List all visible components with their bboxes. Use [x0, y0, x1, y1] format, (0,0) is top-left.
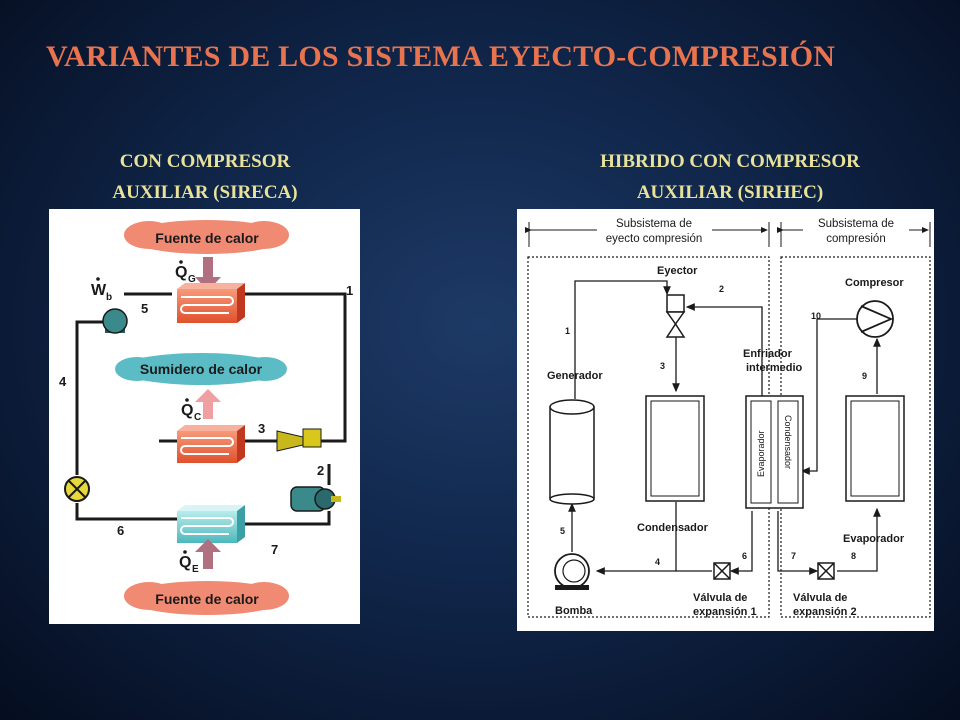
sireca-point-4: 4 — [59, 374, 67, 389]
sirhec-point-9: 9 — [862, 371, 867, 381]
sireca-point-2: 2 — [317, 463, 324, 478]
sirhec-point-6: 6 — [742, 551, 747, 561]
wb-label: W — [91, 282, 107, 299]
qc-label: Q — [181, 402, 193, 419]
qe-subscript: E — [192, 564, 199, 575]
qe-dot — [183, 550, 187, 554]
ejector-icon — [665, 294, 686, 338]
sirhec-piping — [568, 280, 881, 575]
left-subtitle: CON COMPRESOR AUXILIAR (SIRECA) — [50, 146, 360, 208]
heat-source-bottom-cloud: Fuente de calor — [124, 581, 289, 615]
intercooler-evaporator-label: Evaporador — [756, 430, 766, 477]
ejector-icon — [276, 428, 322, 452]
intercooler-label-line2: intermedio — [746, 362, 803, 374]
valve2-label-line2: expansión 2 — [793, 606, 857, 618]
right-subtitle-line1: HIBRIDO CON COMPRESOR — [600, 151, 860, 172]
sireca-piping — [75, 292, 347, 526]
qc-arrowhead-icon — [195, 389, 221, 402]
sireca-point-1: 1 — [346, 283, 353, 298]
qg-label: Q — [175, 264, 187, 281]
sirhec-point-4: 4 — [655, 557, 660, 567]
subsystem1-label-line2: eyecto compresión — [606, 233, 703, 245]
generator-label: Generador — [547, 370, 603, 382]
qe-label: Q — [179, 554, 191, 571]
qc-arrow-icon — [203, 401, 213, 419]
sirhec-point-5: 5 — [560, 526, 565, 536]
left-subtitle-line2: AUXILIAR (SIRECA) — [112, 182, 298, 203]
sirhec-point-1: 1 — [565, 326, 570, 336]
qc-subscript: C — [194, 412, 201, 423]
compressor-label: Compresor — [845, 277, 904, 289]
sirhec-diagram: Subsistema de eyecto compresión Subsiste… — [525, 218, 931, 618]
slide-title: VARIANTES DE LOS SISTEMA EYECTO-COMPRESI… — [46, 40, 836, 73]
intercooler-label-line1: Enfriador — [743, 348, 793, 360]
sireca-point-7: 7 — [271, 542, 278, 557]
sireca-point-6: 6 — [117, 523, 124, 538]
heat-source-bottom-label: Fuente de calor — [155, 591, 259, 607]
qc-dot — [185, 398, 189, 402]
intercooler-unit: Evaporador Condensador — [745, 395, 804, 509]
wb-subscript: b — [106, 292, 112, 303]
sirhec-point-8: 8 — [851, 551, 856, 561]
valve1-label-line1: Válvula de — [693, 592, 747, 604]
compressor-icon — [856, 300, 894, 338]
sirhec-point-2: 2 — [719, 284, 724, 294]
expansion-valve-2-icon — [817, 562, 835, 580]
sireca-point-5: 5 — [141, 301, 148, 316]
sireca-diagram: Fuente de calor Q G W b Sumidero de calo… — [59, 220, 353, 615]
heat-source-top-label: Fuente de calor — [155, 230, 259, 246]
condenser-unit — [645, 395, 705, 502]
condenser-label: Condensador — [637, 522, 709, 534]
qg-subscript: G — [188, 274, 196, 285]
auxiliary-compressor-icon — [290, 486, 341, 512]
wb-dot — [96, 277, 100, 281]
qe-arrowhead-icon — [195, 539, 221, 552]
subsystem1-header: Subsistema de eyecto compresión — [525, 218, 770, 247]
subsystem2-header: Subsistema de compresión — [777, 218, 931, 247]
sirhec-diagram-panel: Subsistema de eyecto compresión Subsiste… — [517, 209, 934, 631]
pump-icon — [554, 553, 590, 590]
sirhec-point-3: 3 — [660, 361, 665, 371]
ejector-label: Eyector — [657, 265, 698, 277]
qe-arrow-icon — [203, 549, 213, 569]
expansion-valve-icon — [64, 476, 90, 502]
intercooler-condenser-label: Condensador — [783, 415, 793, 469]
sireca-diagram-panel: Fuente de calor Q G W b Sumidero de calo… — [49, 209, 360, 624]
subsystem2-label-line1: Subsistema de — [818, 218, 894, 230]
qg-dot — [179, 260, 183, 264]
left-subtitle-line1: CON COMPRESOR — [119, 151, 291, 172]
sirhec-point-7: 7 — [791, 551, 796, 561]
valve1-label-line2: expansión 1 — [693, 606, 757, 618]
pump-icon — [102, 308, 128, 334]
generator-vessel — [549, 399, 595, 505]
pump-label: Bomba — [555, 605, 593, 617]
sirhec-point-10: 10 — [811, 311, 821, 321]
evaporator-block — [177, 505, 245, 543]
condenser-block — [177, 425, 245, 463]
subsystem2-label-line2: compresión — [826, 233, 885, 245]
right-subtitle: HIBRIDO CON COMPRESOR AUXILIAR (SIRHEC) — [515, 146, 945, 208]
right-subtitle-line2: AUXILIAR (SIRHEC) — [636, 182, 824, 203]
qg-arrow-icon — [203, 257, 213, 279]
sireca-point-3: 3 — [258, 421, 265, 436]
heat-sink-cloud: Sumidero de calor — [115, 353, 287, 385]
expansion-valve-1-icon — [713, 562, 731, 580]
heat-sink-label: Sumidero de calor — [140, 361, 263, 377]
generator-block — [177, 283, 245, 323]
evaporator-unit — [845, 395, 905, 502]
evaporator-label: Evaporador — [843, 533, 905, 545]
subsystem1-label-line1: Subsistema de — [616, 218, 692, 230]
valve2-label-line1: Válvula de — [793, 592, 847, 604]
heat-source-top-cloud: Fuente de calor — [124, 220, 289, 254]
